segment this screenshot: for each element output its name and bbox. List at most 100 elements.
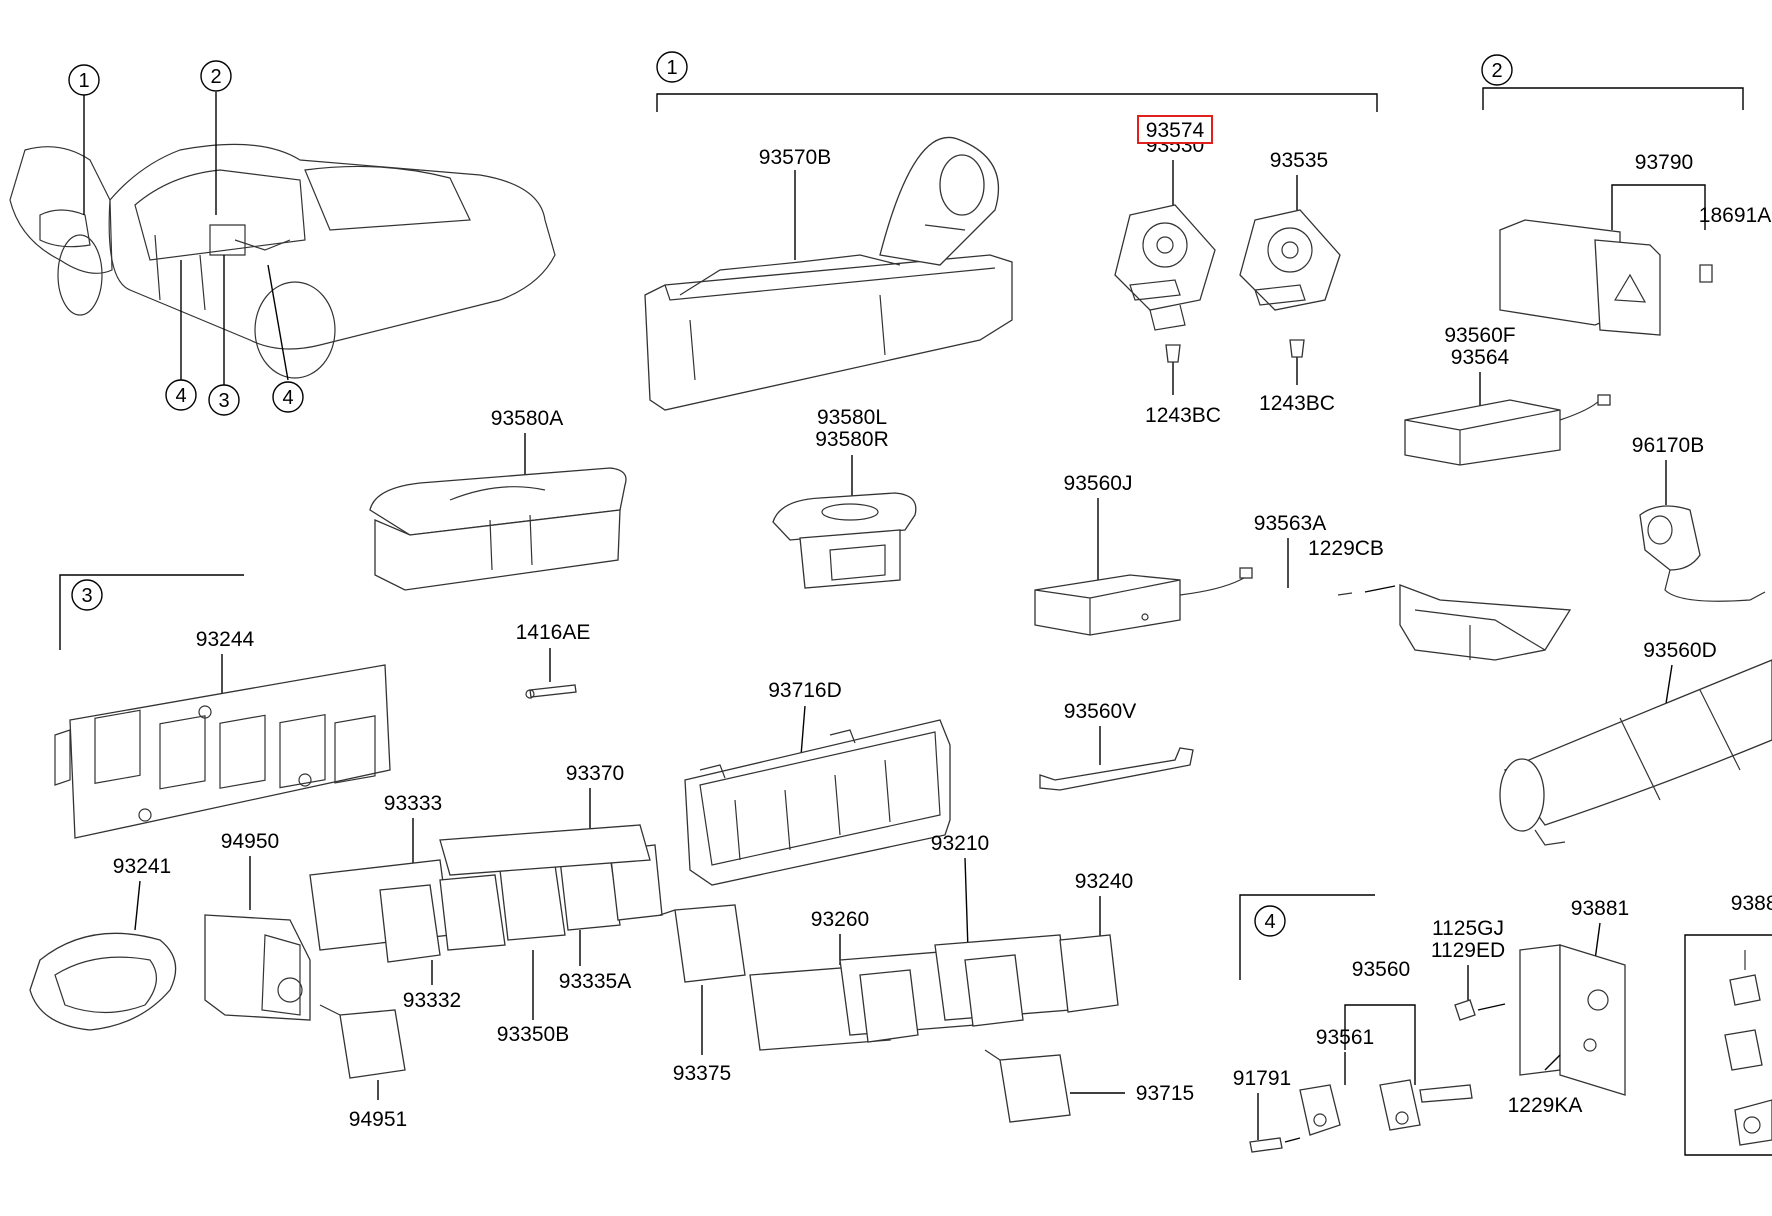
part-label-1243BC-b[interactable]: 1243BC	[1259, 392, 1335, 415]
leader-93241	[134, 880, 141, 931]
screw-91791	[1249, 1137, 1301, 1153]
part-label-93560[interactable]: 93560	[1352, 958, 1410, 981]
part-label-93560J[interactable]: 93560J	[1064, 472, 1133, 495]
part-label-93790[interactable]: 93790	[1635, 151, 1693, 174]
part-93580A-illustration	[369, 467, 627, 591]
part-label-93210[interactable]: 93210	[931, 832, 989, 855]
highlight-box	[1137, 115, 1213, 144]
part-label-1229KA[interactable]: 1229KA	[1508, 1094, 1583, 1117]
leader-93560	[1344, 1004, 1416, 1085]
part-label-93560F[interactable]: 93560F	[1444, 324, 1515, 347]
part-93570B-illustration	[644, 136, 1013, 411]
part-93535-illustration	[1239, 209, 1341, 385]
part-label-93260[interactable]: 93260	[811, 908, 869, 931]
callout-3-car: 3	[208, 384, 240, 416]
part-label-93530[interactable]: 93530	[1146, 134, 1204, 157]
part-93560-illustration	[1299, 1079, 1473, 1136]
leader-93560D	[1664, 664, 1673, 711]
part-label-93560D[interactable]: 93560D	[1643, 639, 1717, 662]
part-label-93580L[interactable]: 93580L	[817, 406, 887, 429]
part-label-93241[interactable]: 93241	[113, 855, 171, 878]
callout-4-car-left: 4	[165, 379, 197, 411]
part-label-93564[interactable]: 93564	[1451, 346, 1510, 369]
group-2-bracket: 2	[1481, 54, 1744, 110]
part-93530-illustration	[1114, 204, 1216, 395]
part-label-93561[interactable]: 93561	[1316, 1026, 1374, 1049]
part-93375-illustration	[659, 904, 746, 983]
part-93244-illustration	[54, 664, 391, 839]
part-label-18691A[interactable]: 18691A	[1699, 204, 1771, 227]
part-label-93333[interactable]: 93333	[384, 792, 442, 815]
leader-93210	[964, 857, 969, 951]
callout-1-car: 1	[68, 64, 100, 96]
callout-number: 1	[78, 70, 89, 92]
part-label-93335A[interactable]: 93335A	[559, 970, 631, 993]
part-93880-illustration	[1724, 950, 1772, 1146]
vehicle-overview-illustration	[9, 92, 556, 385]
rivet-1416AE	[525, 648, 577, 699]
part-93790-illustration	[1499, 219, 1713, 336]
part-93563A-illustration	[1399, 584, 1572, 661]
part-label-1243BC-a[interactable]: 1243BC	[1145, 404, 1221, 427]
part-93716D-illustration	[684, 719, 951, 886]
group-number: 1	[666, 57, 677, 79]
part-label-93880[interactable]: 93880	[1731, 892, 1772, 915]
part-label-93580A[interactable]: 93580A	[491, 407, 563, 430]
part-label-96170B[interactable]: 96170B	[1632, 434, 1704, 457]
switch-blanks-group-a	[309, 824, 663, 963]
part-label-93563A[interactable]: 93563A	[1254, 512, 1326, 535]
part-93560J-illustration	[1034, 567, 1253, 636]
part-label-93375[interactable]: 93375	[673, 1062, 731, 1085]
part-label-91791[interactable]: 91791	[1233, 1067, 1291, 1090]
part-93241-illustration	[29, 932, 177, 1031]
callout-number: 2	[210, 66, 221, 88]
callout-2-car: 2	[200, 60, 232, 92]
part-93580L-illustration	[772, 492, 917, 589]
part-label-93240[interactable]: 93240	[1075, 870, 1133, 893]
callout-number: 3	[218, 390, 229, 412]
part-label-93560V[interactable]: 93560V	[1064, 700, 1136, 723]
part-label-93535[interactable]: 93535	[1270, 149, 1328, 172]
part-label-1416AE[interactable]: 1416AE	[516, 621, 591, 644]
part-label-93244[interactable]: 93244	[196, 628, 255, 651]
part-93560D-illustration	[1499, 659, 1772, 846]
leader-93881	[1594, 922, 1601, 961]
part-label-93716D[interactable]: 93716D	[768, 679, 842, 702]
part-label-93715[interactable]: 93715	[1136, 1082, 1194, 1105]
callout-number: 4	[175, 385, 186, 407]
part-label-93574[interactable]: 93574	[1146, 119, 1205, 142]
part-label-93881[interactable]: 93881	[1571, 897, 1629, 920]
part-label-1129ED[interactable]: 1129ED	[1431, 939, 1505, 962]
leader-93880	[1684, 934, 1772, 1156]
callout-number: 4	[282, 387, 293, 409]
part-93560F-illustration	[1404, 394, 1611, 466]
part-93715-illustration	[984, 1049, 1071, 1123]
part-label-93570B[interactable]: 93570B	[759, 146, 831, 169]
group-number: 3	[81, 585, 92, 607]
part-label-93370[interactable]: 93370	[566, 762, 624, 785]
bolt-1125GJ	[1454, 999, 1506, 1021]
leader-1229KA	[1544, 1054, 1561, 1071]
part-label-1229CB[interactable]: 1229CB	[1308, 537, 1384, 560]
callout-4-car-right: 4	[272, 381, 304, 413]
part-94951-illustration	[319, 1004, 406, 1079]
group-number: 4	[1264, 911, 1275, 933]
part-label-94951[interactable]: 94951	[349, 1108, 407, 1131]
part-94950-illustration	[204, 914, 311, 1021]
group-1-bracket: 1	[656, 51, 1378, 112]
part-93560V-illustration	[1039, 747, 1194, 791]
switch-blanks-group-b	[749, 934, 1119, 1051]
part-label-93332[interactable]: 93332	[403, 989, 461, 1012]
part-label-93580R[interactable]: 93580R	[815, 428, 889, 451]
part-96170B-illustration	[1639, 505, 1766, 602]
part-label-1125GJ[interactable]: 1125GJ	[1432, 917, 1504, 940]
group-4-bracket: 4	[1239, 894, 1375, 980]
part-93881-illustration	[1519, 944, 1626, 1096]
group-3-bracket: 3	[59, 574, 244, 650]
part-label-94950[interactable]: 94950	[221, 830, 279, 853]
group-number: 2	[1491, 60, 1502, 82]
leader-93790	[1611, 184, 1706, 230]
part-label-93350B[interactable]: 93350B	[497, 1023, 569, 1046]
